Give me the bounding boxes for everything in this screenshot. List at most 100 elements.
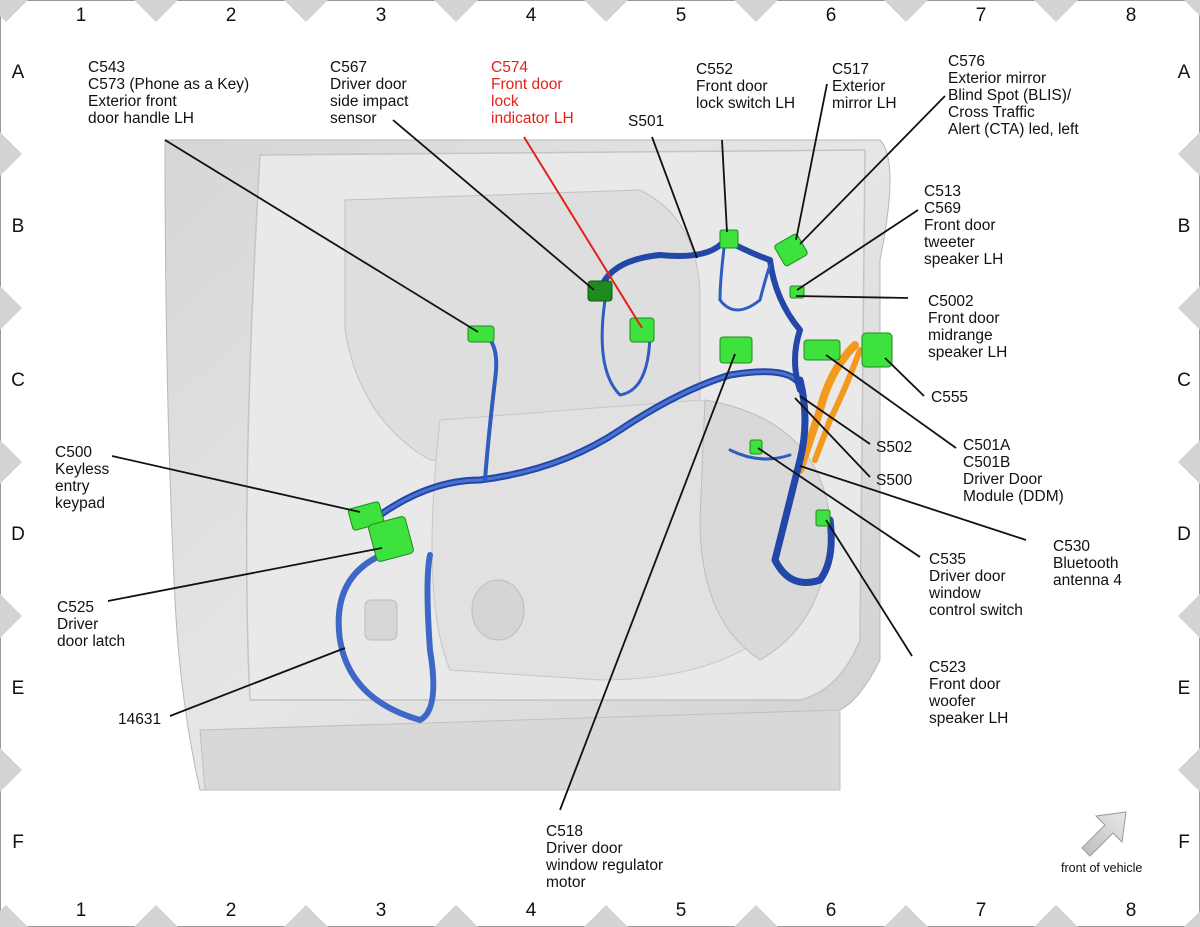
label-c525: C525 Driver door latch [57, 599, 125, 650]
grid-marker-left [0, 748, 22, 792]
label-c513-line-1: C513 [924, 183, 961, 200]
label-c574: C574 Front door lock indicator LH [491, 59, 574, 127]
label-c543-line-4: door handle LH [88, 110, 194, 127]
leader-c525 [107, 547, 383, 602]
orientation-indicator: front of vehicle [1061, 811, 1142, 875]
label-c543-line-2: C573 (Phone as a Key) [88, 76, 249, 93]
label-c523-line-1: C523 [929, 659, 966, 676]
arrow-up-right-icon [1081, 811, 1127, 857]
leader-c501 [825, 354, 957, 449]
label-c5002-line-4: speaker LH [928, 344, 1007, 361]
connector-c525 [368, 516, 414, 562]
label-c530-line-3: antenna 4 [1053, 572, 1122, 589]
label-c513-line-2: C569 [924, 200, 961, 217]
grid-marker-right [1178, 594, 1200, 638]
grid-col-4-top: 4 [526, 5, 537, 26]
label-14631: 14631 [118, 711, 161, 728]
connector-c518 [719, 336, 753, 364]
label-c518-line-4: motor [546, 874, 586, 891]
label-c535-line-1: C535 [929, 551, 966, 568]
grid-marker-left [0, 286, 22, 330]
harness-window-switch-branch [728, 448, 792, 461]
grid-marker-bottom [284, 905, 328, 927]
blue-harness [335, 237, 835, 723]
leader-c535 [757, 447, 921, 558]
label-c523-line-4: speaker LH [929, 710, 1008, 727]
label-c518-line-1: C518 [546, 823, 583, 840]
label-c501-line-4: Module (DDM) [963, 488, 1064, 505]
grid-marker-top [584, 0, 628, 22]
door-round-boss [471, 579, 525, 641]
label-c567-line-4: sensor [330, 110, 377, 127]
leader-s502 [799, 395, 871, 445]
label-c517-line-1: C517 [832, 61, 869, 78]
grid-marker-right [1178, 286, 1200, 330]
label-c574-line-1: C574 [491, 59, 528, 76]
label-c552: C552 Front door lock switch LH [696, 61, 795, 112]
label-c513-line-3: Front door [924, 217, 996, 234]
leader-c555 [884, 357, 925, 397]
label-c513-line-4: tweeter [924, 234, 975, 251]
label-c574-line-2: Front door [491, 76, 563, 93]
grid-col-8-top: 8 [1126, 5, 1137, 26]
label-c530-line-2: Bluetooth [1053, 555, 1119, 572]
label-c5002-line-3: midrange [928, 327, 993, 344]
label-c5002-line-1: C5002 [928, 293, 974, 310]
leader-c518 [559, 353, 736, 811]
label-c500-line-2: Keyless [55, 461, 110, 478]
label-c567: C567 Driver door side impact sensor [330, 59, 413, 127]
label-c501-line-3: Driver Door [963, 471, 1042, 488]
label-s501: S501 [628, 113, 664, 130]
connector-c555 [861, 332, 893, 368]
connector-c567 [587, 280, 613, 302]
leader-c543 [164, 139, 479, 333]
grid-marker-top [1184, 0, 1200, 16]
grid-row-d-left: D [11, 524, 25, 545]
label-c555: C555 [931, 389, 968, 406]
label-c517-line-3: mirror LH [832, 95, 897, 112]
label-c517-line-2: Exterior [832, 78, 885, 95]
grid-marker-bottom [584, 905, 628, 927]
grid-marker-bottom [0, 905, 28, 927]
label-c574-line-3: lock [491, 93, 519, 110]
label-c535-line-3: window [928, 585, 981, 602]
harness-ddm-drop [771, 376, 835, 586]
grid-row-f-right: F [1178, 832, 1190, 853]
connector-c501 [803, 339, 841, 361]
label-c500-line-4: keypad [55, 495, 105, 512]
label-c525-line-2: Driver [57, 616, 98, 633]
label-c513: C513 C569 Front door tweeter speaker LH [924, 183, 1003, 268]
grid-marker-bottom [734, 905, 778, 927]
leader-14631 [169, 647, 346, 717]
leader-c523 [825, 519, 913, 657]
label-c543: C543 C573 (Phone as a Key) Exterior fron… [88, 59, 253, 127]
label-c543-line-1: C543 [88, 59, 125, 76]
label-c535-line-4: control switch [929, 602, 1023, 619]
harness-switch-loop [718, 238, 772, 312]
label-c513-line-5: speaker LH [924, 251, 1003, 268]
label-c576-line-4: Cross Traffic [948, 104, 1035, 121]
leader-c500 [111, 455, 361, 513]
harness-upper-loop [597, 237, 803, 393]
label-c530-line-1: C530 [1053, 538, 1090, 555]
grid-row-labels-left: A B C D E F [11, 62, 25, 853]
leader-s500 [794, 397, 871, 478]
label-c552-line-1: C552 [696, 61, 733, 78]
grid-col-8-bottom: 8 [1126, 900, 1137, 921]
connector-c574 [629, 317, 655, 343]
grid-row-d-right: D [1177, 524, 1191, 545]
label-c552-line-3: lock switch LH [696, 95, 795, 112]
connectors [347, 229, 893, 562]
grid-column-labels-top: 1 2 3 4 5 6 7 8 [76, 5, 1137, 26]
grid-col-5-top: 5 [676, 5, 687, 26]
leader-c5002 [795, 295, 909, 299]
label-c501: C501A C501B Driver Door Module (DDM) [963, 437, 1064, 505]
grid-marker-right [1178, 132, 1200, 176]
label-c500: C500 Keyless entry keypad [55, 444, 114, 512]
grid-marker-top [1034, 0, 1078, 22]
door-panel-illustration [164, 139, 891, 791]
label-c518-line-3: window regulator [545, 857, 663, 874]
label-c576-line-3: Blind Spot (BLIS)/ [948, 87, 1072, 104]
label-s500: S500 [876, 472, 913, 489]
